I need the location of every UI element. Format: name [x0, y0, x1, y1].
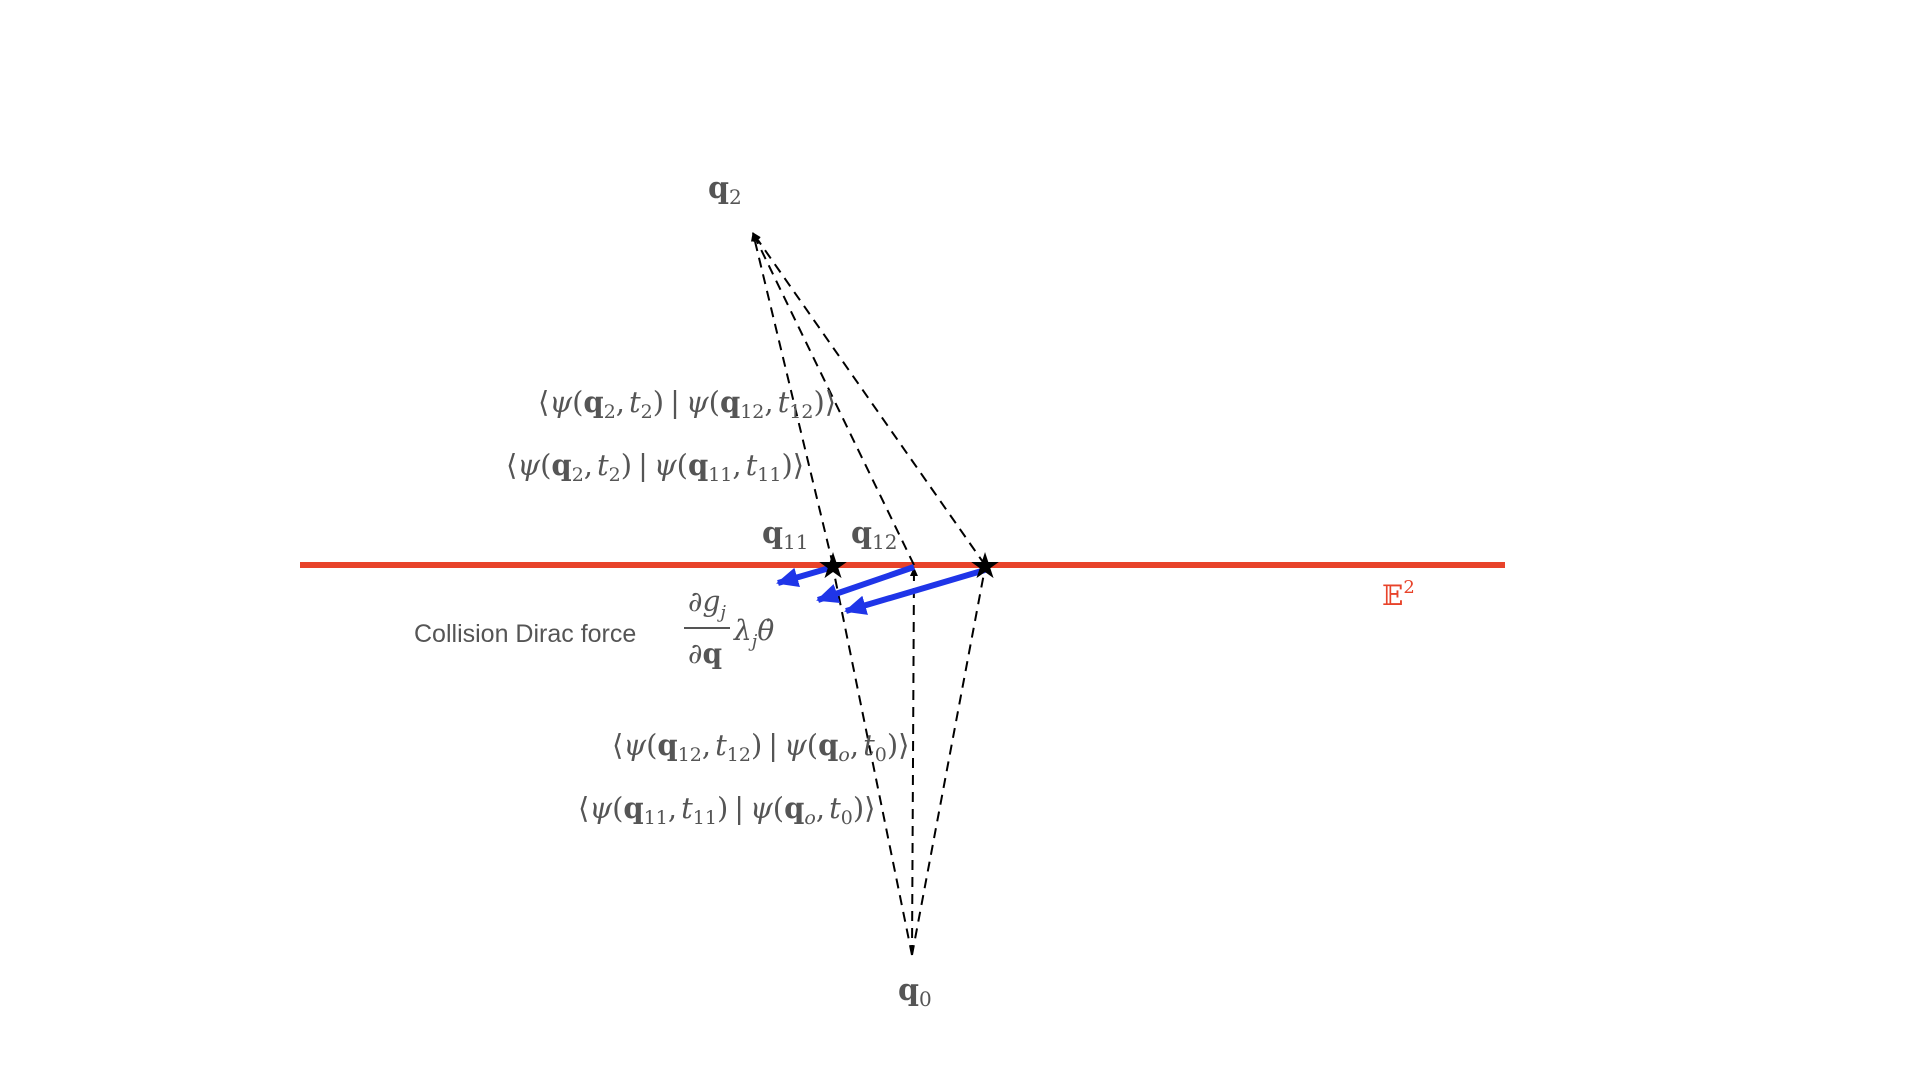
- label-q11: q11: [762, 516, 808, 554]
- force-label-text: Collision Dirac force: [414, 620, 636, 648]
- force-arrow-collision-right: [844, 567, 986, 615]
- label-q2: q2: [708, 171, 742, 209]
- amplitude-q11-q0: ⟨ψ(q11,t11)|ψ(qo,t0)⟩: [578, 791, 875, 829]
- path-q11-to-q2: [750, 232, 834, 566]
- path-q12-to-q2: [752, 232, 915, 566]
- label-q12: q12: [851, 516, 897, 554]
- path-q0-to-collision-right: [911, 567, 986, 956]
- collision-star-right: ★: [969, 546, 1001, 587]
- label-q0: q0: [898, 973, 932, 1011]
- amplitude-q2-q11: ⟨ψ(q2,t2)|ψ(q11,t11)⟩: [506, 448, 804, 486]
- force-arrow-q11: [776, 564, 834, 588]
- path-q0-to-q11: [832, 567, 913, 956]
- svg-text:∂q: ∂q: [688, 637, 722, 670]
- force-arrows: [776, 564, 986, 615]
- space-label: 𝔼2: [1382, 577, 1415, 612]
- svg-text:λjθ̇: λjθ̇: [733, 614, 774, 652]
- amplitude-q2-q12: ⟨ψ(q2,t2)|ψ(q12,t12)⟩: [538, 385, 836, 423]
- force-arrow-q12: [816, 564, 915, 603]
- path-q0-to-q12: [909, 567, 918, 956]
- svg-text:∂gj: ∂gj: [688, 585, 726, 623]
- collision-star-q11: ★: [817, 546, 849, 587]
- dashed-paths: [750, 232, 986, 956]
- amplitude-q12-q0: ⟨ψ(q12,t12)|ψ(qo,t0)⟩: [612, 728, 909, 766]
- force-label-formula: ∂gj ∂q λjθ̇: [684, 585, 774, 670]
